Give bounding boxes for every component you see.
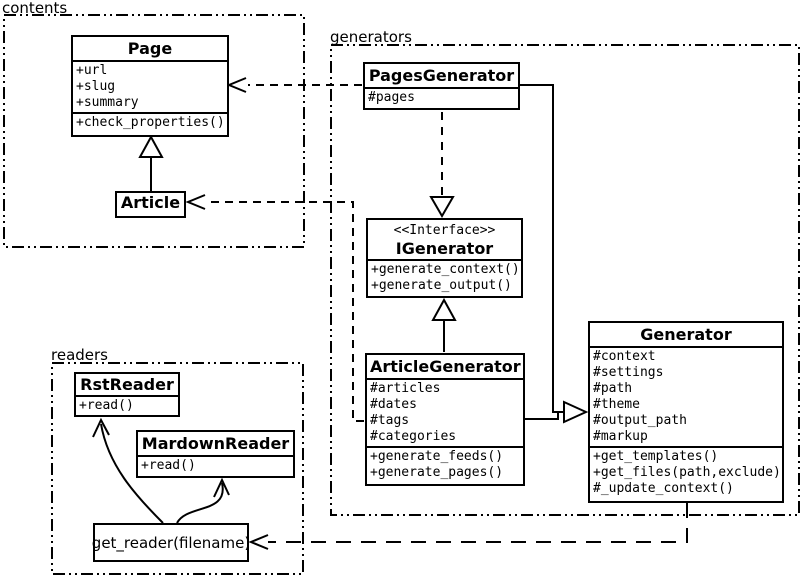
class-title-text: IGenerator (395, 239, 494, 258)
attribute-line: #articles (370, 381, 441, 396)
function-box-get-reader: get_reader(filename) (91, 523, 251, 562)
arrowhead-to-article (185, 194, 206, 210)
edge-articlegenerator-article (206, 201, 364, 422)
class-title-page: Page (127, 39, 173, 58)
methods-mardownreader: +read() (138, 455, 293, 475)
edge-articlegenerator-generator (525, 413, 559, 420)
attribute-line: #categories (370, 429, 457, 444)
triangle-to-page (138, 134, 164, 158)
class-title-generator: Generator (640, 325, 732, 344)
methods-generator: +get_templates() +get_files(path,exclude… (590, 446, 782, 498)
attribute-line: #dates (370, 397, 417, 412)
arrowhead-to-mardownreader (213, 477, 230, 498)
package-border-contents (3, 14, 305, 248)
attribute-line: #context (593, 349, 656, 364)
edge-generator-getreader (268, 503, 688, 543)
package-label-readers: readers (51, 346, 108, 364)
attributes-generator: #context #settings #path #theme #output_… (590, 346, 782, 446)
attribute-line: +slug (76, 79, 116, 94)
methods-articlegenerator: +generate_feeds() +generate_pages() (367, 446, 523, 482)
attribute-line: +summary (76, 95, 139, 110)
class-box-page: Page +url +slug +summary +check_properti… (71, 35, 229, 137)
method-line: +read() (141, 458, 196, 473)
method-line: +read() (79, 398, 134, 413)
stereotype-interface: <<Interface>> (393, 223, 496, 238)
attributes-page: +url +slug +summary (73, 60, 227, 112)
class-title-igenerator: <<Interface>> IGenerator (368, 220, 521, 259)
arrowhead-to-page (226, 77, 247, 93)
method-line: +check_properties() (76, 115, 225, 130)
package-label-contents: contents (2, 0, 68, 17)
method-line: #_update_context() (593, 481, 734, 496)
edge-getreader-rstreader (100, 423, 164, 524)
attribute-line: #pages (368, 90, 415, 105)
class-box-article: Article (115, 191, 186, 218)
edge-pagesgenerator-generator (520, 84, 564, 413)
class-box-pagesgenerator: PagesGenerator #pages (363, 62, 520, 110)
method-line: +get_templates() (593, 449, 719, 464)
methods-igenerator: +generate_context() +generate_output() (368, 259, 521, 295)
class-box-generator: Generator #context #settings #path #them… (588, 321, 784, 503)
package-border-generators (330, 44, 800, 516)
class-box-mardownreader: MardownReader +read() (136, 430, 295, 478)
methods-rstreader: +read() (76, 395, 178, 415)
method-line: +generate_context() (371, 262, 520, 277)
arrowhead-to-rstreader (92, 417, 110, 438)
triangle-to-igenerator-dashed (429, 196, 455, 218)
attributes-articlegenerator: #articles #dates #tags #categories (367, 378, 523, 446)
edge-getreader-mardownreader (176, 482, 224, 524)
arrowhead-to-getreader (248, 534, 269, 550)
method-line: +generate_feeds() (370, 449, 504, 464)
function-label: get_reader(filename) (91, 533, 251, 552)
method-line: +generate_output() (371, 278, 512, 293)
methods-page: +check_properties() (73, 112, 227, 132)
attribute-line: +url (76, 63, 108, 78)
class-box-articlegenerator: ArticleGenerator #articles #dates #tags … (365, 353, 525, 486)
attribute-line: #theme (593, 397, 640, 412)
class-title-articlegenerator: ArticleGenerator (370, 357, 521, 376)
attributes-pagesgenerator: #pages (365, 87, 518, 107)
attribute-line: #markup (593, 429, 648, 444)
class-box-rstreader: RstReader +read() (74, 372, 180, 417)
class-title-rstreader: RstReader (80, 375, 174, 394)
method-line: +generate_pages() (370, 465, 504, 480)
class-box-igenerator: <<Interface>> IGenerator +generate_conte… (366, 218, 523, 298)
package-label-generators: generators (330, 28, 412, 46)
attribute-line: #path (593, 381, 633, 396)
attribute-line: #settings (593, 365, 664, 380)
class-title-pagesgenerator: PagesGenerator (368, 66, 515, 85)
package-border-readers (51, 362, 304, 575)
attribute-line: #tags (370, 413, 410, 428)
triangle-to-igenerator (431, 297, 457, 321)
triangle-to-generator (563, 400, 589, 424)
method-line: +get_files(path,exclude) (593, 465, 781, 480)
class-title-mardownreader: MardownReader (141, 434, 290, 453)
attribute-line: #output_path (593, 413, 687, 428)
class-title-article: Article (120, 193, 181, 212)
